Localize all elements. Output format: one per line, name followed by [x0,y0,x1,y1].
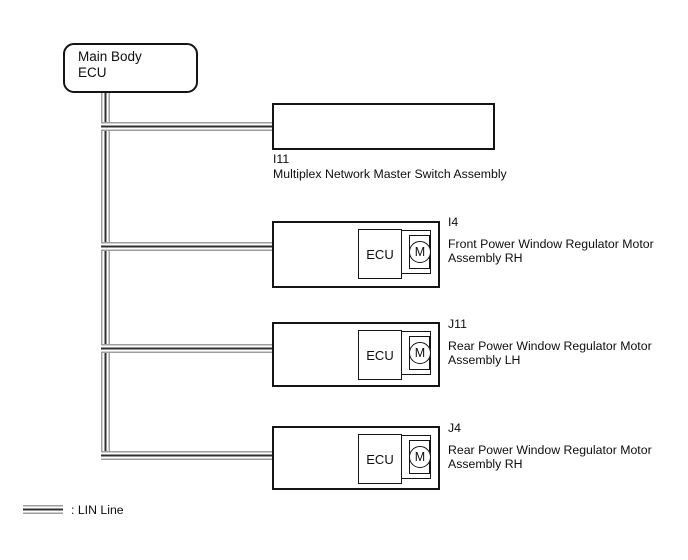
lin-branch-to-j11 [101,344,274,353]
node-description-i4-line2: Assembly RH [448,251,523,265]
node-description-j11-line2: Assembly LH [448,353,521,367]
node-box-i11 [272,103,495,150]
lin-branch-to-i4 [101,242,274,251]
main-body-ecu-box: Main Body ECU [63,43,198,93]
inner-ecu-label-i4: ECU [366,246,394,262]
inner-ecu-box-i4: ECU [358,229,402,279]
motor-icon-j11: M [409,342,431,364]
node-code-i4: I4 [448,215,459,229]
inner-ecu-label-j11: ECU [366,347,394,363]
node-description-i4-line1: Front Power Window Regulator Motor [448,236,654,251]
motor-label-j11: M [414,346,426,360]
lin-line-legend-icon [23,505,63,514]
node-description-j4-line2: Assembly RH [448,457,523,471]
node-code-j11: J11 [448,317,467,331]
motor-icon-j4: M [409,446,431,468]
node-caption-j4: J4 Rear Power Window Regulator Motor Ass… [448,421,652,472]
lin-line-legend-label: : LIN Line [71,503,124,517]
motor-icon-i4: M [409,241,431,263]
motor-label-j4: M [414,450,426,464]
node-code-i11: I11 [273,152,290,166]
lin-branch-to-i11 [101,122,274,131]
lin-bus-trunk-line [101,92,110,460]
node-description-j11-line1: Rear Power Window Regulator Motor [448,338,652,353]
node-code-j4: J4 [448,421,461,435]
main-body-ecu-label-line1: Main Body [78,49,142,64]
node-description-i11: Multiplex Network Master Switch Assembly [273,166,507,181]
node-caption-i4: I4 Front Power Window Regulator Motor As… [448,215,654,266]
node-caption-i11: I11 Multiplex Network Master Switch Asse… [273,152,507,181]
motor-label-i4: M [414,245,426,259]
inner-ecu-box-j11: ECU [358,330,402,380]
node-description-j4-line1: Rear Power Window Regulator Motor [448,442,652,457]
inner-ecu-box-j4: ECU [358,434,402,484]
main-body-ecu-label-line2: ECU [78,65,107,80]
lin-branch-to-j4 [101,451,274,460]
inner-ecu-label-j4: ECU [366,451,394,467]
node-caption-j11: J11 Rear Power Window Regulator Motor As… [448,317,652,368]
